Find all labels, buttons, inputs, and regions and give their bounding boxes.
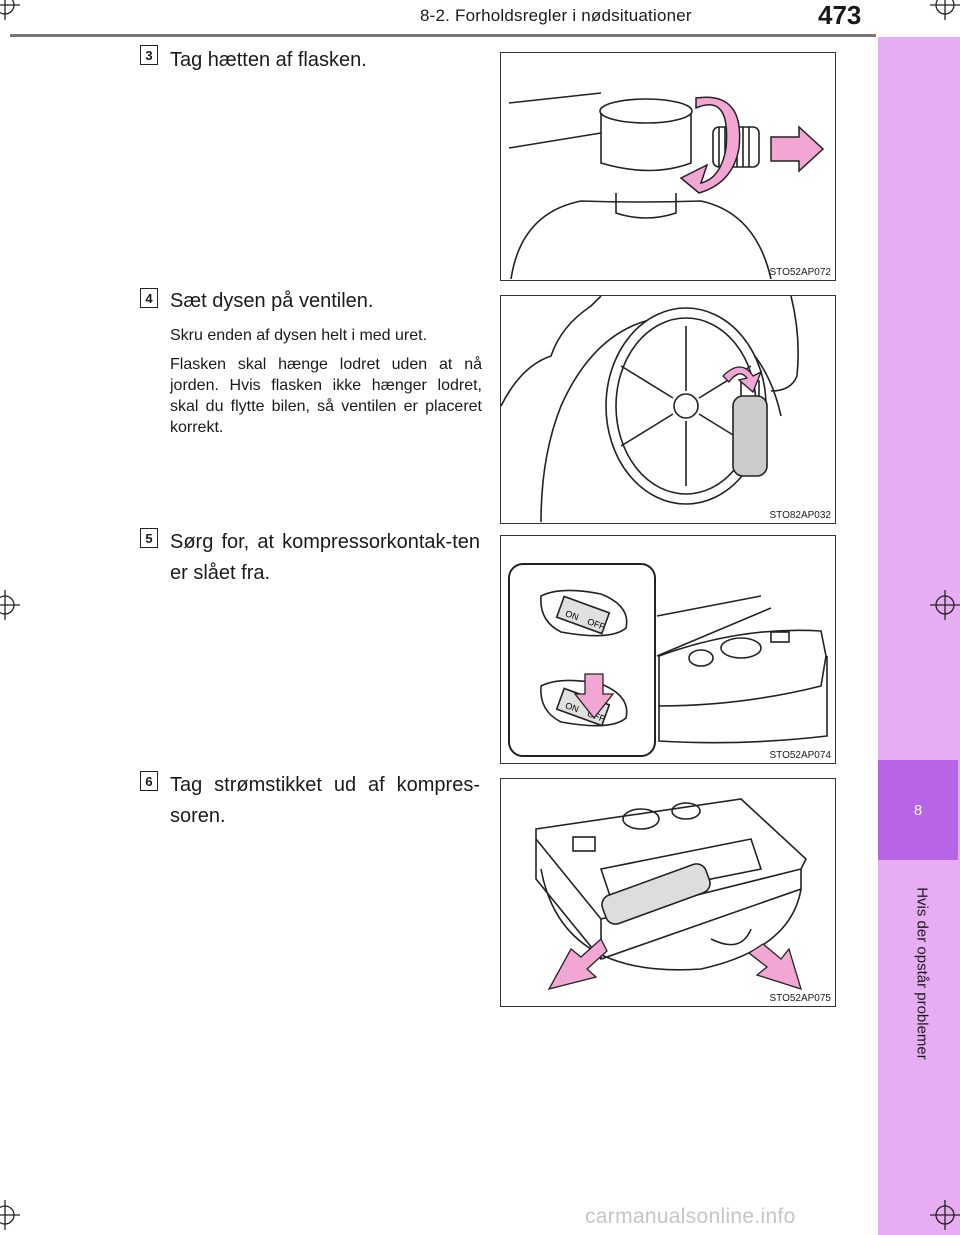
chapter-sidebar	[878, 37, 960, 1235]
step-number-3: 3	[140, 45, 158, 65]
chapter-tab[interactable]	[878, 760, 958, 860]
switch-on-label: ON	[564, 700, 580, 714]
registration-mark-icon	[930, 0, 960, 20]
step-6-text: Tag strømstikket ud af kompres-soren.	[170, 774, 480, 827]
watermark[interactable]: carmanualsonline.info	[585, 1205, 796, 1228]
figure-code: STO52AP075	[769, 993, 831, 1004]
step-3-text: Tag hætten af flasken.	[170, 49, 367, 71]
step-4-text: Sæt dysen på ventilen.	[170, 290, 374, 312]
figure-compressor-switch: ON OFF ON OFF STO52AP074	[500, 535, 836, 764]
step-number-5: 5	[140, 528, 158, 548]
registration-mark-icon	[930, 1200, 960, 1230]
step-number-4: 4	[140, 288, 158, 308]
section-title: 8-2. Forholdsregler i nødsituationer	[420, 6, 692, 25]
figure-unplug-compressor: STO52AP075	[500, 778, 836, 1007]
header-rule	[10, 34, 876, 37]
step-4-note-1: Skru enden af dysen helt i med uret.	[170, 327, 428, 344]
switch-on-label: ON	[564, 608, 580, 622]
registration-mark-icon	[930, 590, 960, 620]
step-4-note-2: Flasken skal hænge lodret uden at nå jor…	[170, 356, 482, 436]
page-number: 473	[818, 0, 862, 30]
chapter-title: Hvis der opstår problemer	[913, 887, 931, 1060]
figure-remove-cap: STO52AP072	[500, 52, 836, 281]
step-5-text: Sørg for, at kompressorkontak-ten er slå…	[170, 531, 480, 584]
registration-mark-icon	[0, 0, 20, 20]
registration-mark-icon	[0, 1200, 20, 1230]
chapter-number: 8	[913, 802, 923, 819]
figure-attach-nozzle: STO82AP032	[500, 295, 836, 524]
registration-mark-icon	[0, 590, 20, 620]
figure-code: STO52AP074	[769, 750, 831, 761]
figure-code: STO52AP072	[769, 267, 831, 278]
figure-code: STO82AP032	[769, 510, 831, 521]
step-number-6: 6	[140, 771, 158, 791]
